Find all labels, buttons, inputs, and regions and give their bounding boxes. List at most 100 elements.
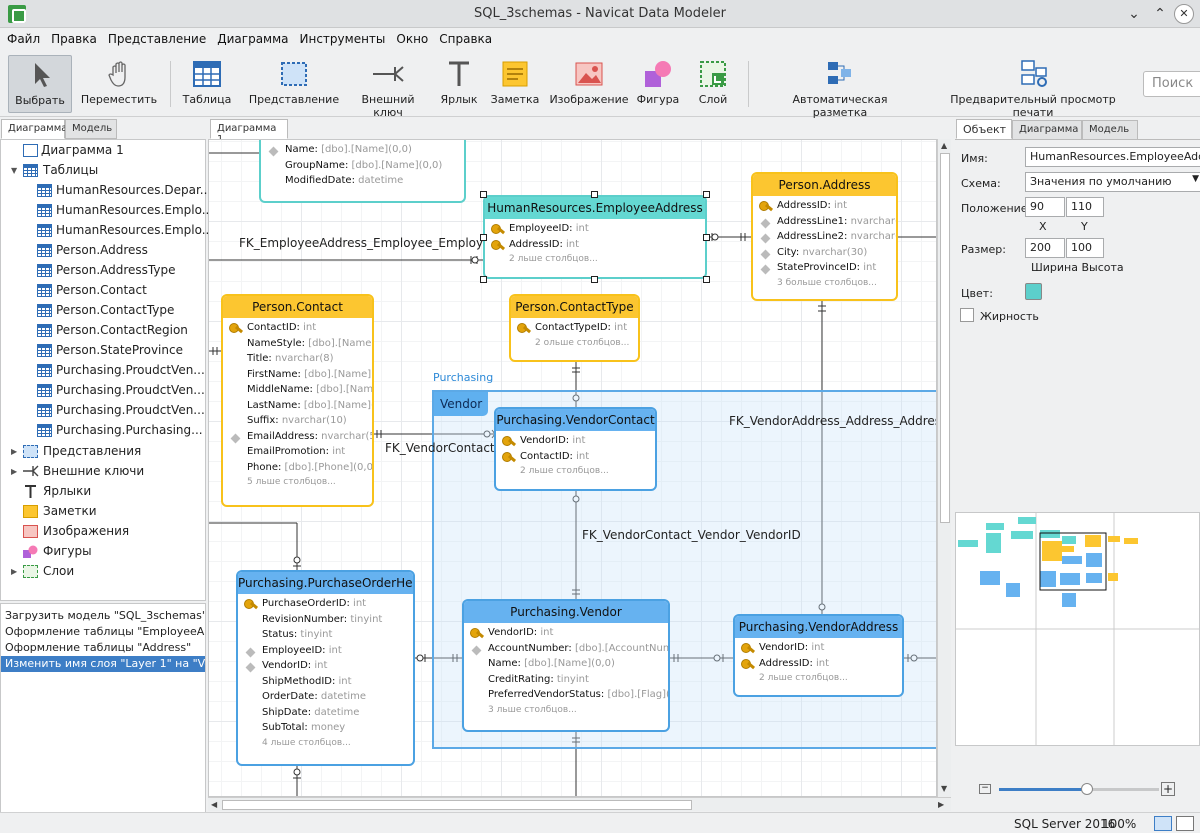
relation-label[interactable]: FK_VendorContact_Vendor_VendorID [582,528,801,542]
move-tool-button[interactable]: Переместить [80,55,158,113]
overview-minimap[interactable] [955,512,1200,746]
resize-handle[interactable] [591,276,598,283]
entity-field[interactable]: Suffix: nvarchar(10) [247,415,347,426]
menu-view[interactable]: Представление [107,32,207,46]
chevron-right-icon[interactable]: ▶ [11,567,18,576]
menu-help[interactable]: Справка [439,32,493,46]
table-tool-button[interactable]: Таблица [178,55,236,113]
entity-field[interactable]: CreditRating: tinyint [488,673,589,685]
more-columns[interactable]: 3 льше столбцов... [488,704,577,715]
entity-field[interactable]: ShipDate: datetime [262,706,360,718]
image-tool-button[interactable]: Изображение [548,55,630,113]
entity-field[interactable]: VendorID: int [238,660,413,676]
tab-object[interactable]: Объект [956,119,1012,139]
zoom-slider-handle[interactable] [1081,783,1093,795]
name-input[interactable]: HumanResources.EmployeeAddress [1025,147,1200,167]
entity-table[interactable]: Name: [dbo].[Name](0,0)GroupName: [dbo].… [259,140,466,203]
history-item[interactable]: Оформление таблицы "Address" [5,641,192,654]
resize-handle[interactable] [703,191,710,198]
entity-field[interactable]: AddressLine2: nvarchar(... [753,231,896,247]
tree-item-table[interactable]: HumanResources.Depar... [35,181,211,201]
print-preview-button[interactable]: Предварительный просмотр печати [930,55,1136,119]
size-height-input[interactable]: 100 [1066,238,1104,258]
chevron-right-icon[interactable]: ▶ [11,447,18,456]
history-item[interactable]: Загрузить модель "SQL_3schemas" [5,609,205,622]
entity-field[interactable]: PurchaseOrderID: int [238,598,413,614]
entity-field[interactable]: AddressLine1: nvarchar(... [753,216,896,232]
scroll-down-icon[interactable]: ▼ [941,784,948,793]
more-columns[interactable]: 2 льше столбцов... [520,466,609,476]
entity-field[interactable]: Status: tinyint [262,629,333,640]
entity-field[interactable]: NameStyle: [dbo].[NameSt... [247,337,372,349]
entity-field[interactable]: RevisionNumber: tinyint [262,613,383,625]
more-columns[interactable]: 2 льше столбцов... [759,673,848,683]
scroll-left-icon[interactable]: ◀ [211,800,218,809]
tree-group-tables[interactable]: ▼ Таблицы [11,163,99,177]
entity-field[interactable]: Title: nvarchar(8) [247,353,334,364]
entity-field[interactable]: AddressID: int [735,658,902,674]
tree-item-table[interactable]: Person.Contact [35,281,205,301]
scroll-thumb[interactable] [222,800,692,810]
close-icon[interactable]: ✕ [1174,4,1194,24]
entity-field[interactable]: AddressID: int [485,239,705,255]
zoom-slider-track[interactable] [999,783,1159,795]
entity-field[interactable]: Name: [dbo].[Name](0,0) [261,144,464,160]
tree-item-table[interactable]: Purchasing.Purchasing... [35,421,205,441]
entity-field[interactable]: VendorID: int [735,642,902,658]
tree-item-table[interactable]: Purchasing.ProudctVen... [35,401,205,421]
vertical-scrollbar[interactable]: ▲ ▼ [937,139,951,797]
maximize-icon[interactable]: ⌃ [1154,6,1166,22]
tree-item-table[interactable]: HumanResources.Emplo... [35,201,213,221]
size-width-input[interactable]: 200 [1025,238,1065,258]
position-x-input[interactable]: 90 [1025,197,1065,217]
resize-handle[interactable] [591,191,598,198]
layer-tool-button[interactable]: Слой [690,55,736,113]
relation-label[interactable]: FK_VendorAddress_Address_AddressID [729,414,937,428]
zoom-out-icon[interactable]: − [979,784,991,794]
scroll-right-icon[interactable]: ▶ [938,800,945,809]
entity-field[interactable]: ContactID: int [496,451,655,467]
more-columns[interactable]: 5 льше столбцов... [247,477,336,487]
more-columns[interactable]: 3 больше столбцов... [777,277,877,288]
resize-handle[interactable] [480,191,487,198]
shape-tool-button[interactable]: Фигура [636,55,680,113]
entity-field[interactable]: Phone: [dbo].[Phone](0,0) [247,461,374,473]
zoom-in-icon[interactable]: + [1161,782,1175,796]
chevron-right-icon[interactable]: ▶ [11,467,18,476]
auto-layout-button[interactable]: Автоматическая разметка [764,55,916,119]
entity-field[interactable]: SubTotal: money [262,722,346,733]
history-item[interactable]: Оформление таблицы "EmployeeA... [5,625,205,638]
position-y-input[interactable]: 110 [1066,197,1104,217]
entity-field[interactable]: MiddleName: [dbo].[Name](0... [247,384,374,395]
entity-field[interactable]: Name: [dbo].[Name](0,0) [488,658,615,669]
view-tool-button[interactable]: Представление [248,55,340,113]
entity-field[interactable]: EmailPromotion: int [247,446,346,457]
tree-item-table[interactable]: Person.ContactType [35,301,205,321]
entity-field[interactable]: ShipMethodID: int [262,675,352,687]
resize-handle[interactable] [703,234,710,241]
resize-handle[interactable] [703,276,710,283]
tree-item-table[interactable]: Person.ContactRegion [35,321,205,341]
foreign-key-tool-button[interactable]: Внешний ключ [346,55,430,119]
minimize-icon[interactable]: ⌄ [1128,6,1140,22]
entity-field[interactable]: EmployeeID: int [238,645,413,661]
more-columns[interactable]: 2 льше столбцов... [509,254,598,264]
menu-edit[interactable]: Правка [51,32,97,46]
search-input[interactable]: Поиск [1143,71,1200,97]
entity-field[interactable]: ContactID: int [223,322,372,338]
entity-field[interactable]: VendorID: int [464,627,668,643]
entity-field[interactable]: AddressID: int [753,200,896,216]
label-tool-button[interactable]: Ярлык [438,55,480,113]
tree-item-table[interactable]: Purchasing.ProudctVen... [35,361,205,381]
scroll-thumb[interactable] [940,153,950,523]
resize-handle[interactable] [480,234,487,241]
entity-field[interactable]: PreferredVendorStatus: [dbo].[Flag](0,0) [488,689,670,700]
horizontal-scrollbar[interactable]: ◀ ▶ [208,797,951,811]
entity-field[interactable]: StateProvinceID: int [753,262,896,278]
select-tool-button[interactable]: Выбрать [8,55,72,113]
tree-item-table[interactable]: HumanResources.Emplo... [35,221,213,241]
